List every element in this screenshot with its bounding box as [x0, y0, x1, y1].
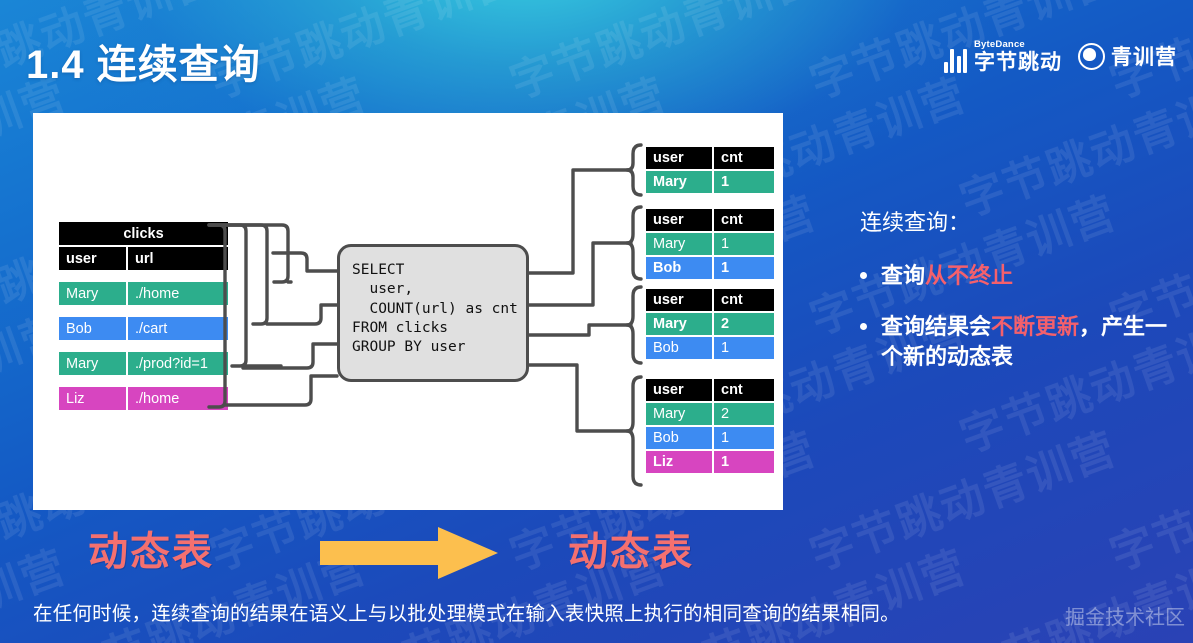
result-col-user: user	[646, 289, 712, 311]
cell-user: Liz	[59, 387, 126, 410]
result-header-row: user cnt	[646, 289, 774, 311]
watermark-text: 字节跳动青训营	[953, 69, 1193, 227]
corner-watermark: 掘金技术社区	[1065, 607, 1185, 629]
result-table-2: user cnt Mary 1 Bob 1	[644, 207, 776, 281]
cell-cnt: 1	[714, 233, 774, 255]
cell-user: Mary	[646, 233, 712, 255]
watermark-text: 字节跳动青训营	[503, 0, 823, 109]
table-row: Mary ./home	[59, 282, 228, 305]
clicks-table-title-row: clicks	[59, 222, 228, 245]
table-row: Bob ./cart	[59, 317, 228, 340]
cell-user: Mary	[59, 282, 126, 305]
notes-emphasis: 从不终止	[925, 263, 1014, 288]
clicks-col-url: url	[128, 247, 228, 270]
table-row: Bob 1	[646, 257, 774, 279]
table-row: Bob 1	[646, 337, 774, 359]
bullet-dot-icon	[860, 323, 867, 331]
notes-plain: 查询结果会	[881, 314, 992, 340]
watermark-text: 字节跳动青训营	[803, 423, 1123, 581]
page-title: 1.4 连续查询	[26, 43, 261, 87]
notes-bullet-1: 查询从不终止	[860, 261, 1185, 290]
table-row: Mary 1	[646, 171, 774, 193]
notes-bullet-2: 查询结果会不断更新，产生一个新的动态表	[860, 312, 1185, 371]
table-row: Mary 2	[646, 313, 774, 335]
watermark-text: 字节跳动青训营	[0, 541, 73, 643]
notes-bullet-1-text: 查询从不终止	[881, 261, 1013, 290]
clicks-table-header-row: user url	[59, 247, 228, 270]
cell-user: Mary	[646, 313, 712, 335]
result-table-4: user cnt Mary 2 Bob 1 Liz 1	[644, 377, 776, 475]
bytedance-logo: ByteDance 字节跳动	[943, 39, 1063, 74]
cell-cnt: 1	[714, 451, 774, 473]
result-col-user: user	[646, 147, 712, 169]
cell-user: Mary	[646, 171, 712, 193]
footer-note: 在任何时候，连续查询的结果在语义上与以批处理模式在输入表快照上执行的相同查询的结…	[33, 603, 900, 625]
result-col-cnt: cnt	[714, 379, 774, 401]
bar-chart-icon	[943, 48, 967, 73]
person-circle-icon	[1078, 42, 1105, 70]
notes-plain: ，产生一个新的动态表	[881, 314, 1168, 369]
table-row: Liz 1	[646, 451, 774, 473]
cell-user: Bob	[646, 257, 712, 279]
bytedance-logo-cn: 字节跳动	[974, 50, 1062, 74]
result-col-cnt: cnt	[714, 289, 774, 311]
arrow-right-icon	[320, 525, 500, 586]
bytedance-logo-en: ByteDance	[974, 39, 1025, 50]
cell-cnt: 1	[714, 257, 774, 279]
diagram-panel: clicks user url Mary ./home Bob ./cart	[33, 113, 783, 510]
cell-cnt: 1	[714, 427, 774, 449]
qingxunying-logo: 青训营	[1078, 41, 1177, 71]
cell-cnt: 1	[714, 171, 774, 193]
result-col-cnt: cnt	[714, 209, 774, 231]
cell-cnt: 2	[714, 313, 774, 335]
cell-url: ./home	[128, 387, 228, 410]
result-header-row: user cnt	[646, 379, 774, 401]
brand-logo-bar: ByteDance 字节跳动 青训营	[943, 39, 1178, 74]
cell-user: Liz	[646, 451, 712, 473]
cell-url: ./cart	[128, 317, 228, 340]
table-row: Mary 1	[646, 233, 774, 255]
result-col-cnt: cnt	[714, 147, 774, 169]
watermark-text: 字节跳动青训营	[1103, 423, 1193, 581]
sql-query-box: SELECT user, COUNT(url) as cnt FROM clic…	[337, 244, 529, 382]
result-table-1: user cnt Mary 1	[644, 145, 776, 195]
clicks-table-body: clicks user url Mary ./home Bob ./cart	[59, 222, 228, 410]
table-row: Bob 1	[646, 427, 774, 449]
cell-user: Bob	[646, 337, 712, 359]
dynamic-table-label-right: 动态表	[568, 530, 694, 574]
table-row: Mary 2	[646, 403, 774, 425]
cell-user: Mary	[646, 403, 712, 425]
result-header-row: user cnt	[646, 209, 774, 231]
cell-cnt: 2	[714, 403, 774, 425]
watermark-text: 字节跳动青训营	[653, 541, 973, 643]
bullet-dot-icon	[860, 272, 867, 279]
result-col-user: user	[646, 209, 712, 231]
connector-wires	[207, 143, 643, 487]
clicks-col-user: user	[59, 247, 126, 270]
result-col-user: user	[646, 379, 712, 401]
notes-bullet-2-text: 查询结果会不断更新，产生一个新的动态表	[881, 312, 1185, 371]
cell-cnt: 1	[714, 337, 774, 359]
cell-user: Bob	[646, 427, 712, 449]
cell-url: ./prod?id=1	[128, 352, 228, 375]
table-row: Liz ./home	[59, 387, 228, 410]
notes-plain: 查询	[881, 263, 926, 288]
table-row: Mary ./prod?id=1	[59, 352, 228, 375]
dynamic-table-label-left: 动态表	[88, 530, 214, 574]
cell-user: Mary	[59, 352, 126, 375]
cell-user: Bob	[59, 317, 126, 340]
result-table-3: user cnt Mary 2 Bob 1	[644, 287, 776, 361]
notes-heading: 连续查询：	[860, 210, 971, 235]
notes-emphasis: 不断更新	[991, 314, 1080, 340]
cell-url: ./home	[128, 282, 228, 305]
notes-column: 连续查询： 查询从不终止 查询结果会不断更新，产生一个新的动态表	[860, 205, 1185, 393]
clicks-source-table: clicks user url Mary ./home Bob ./cart	[57, 220, 230, 412]
result-header-row: user cnt	[646, 147, 774, 169]
clicks-table-title: clicks	[59, 222, 228, 245]
qingxunying-logo-cn: 青训营	[1111, 46, 1177, 70]
